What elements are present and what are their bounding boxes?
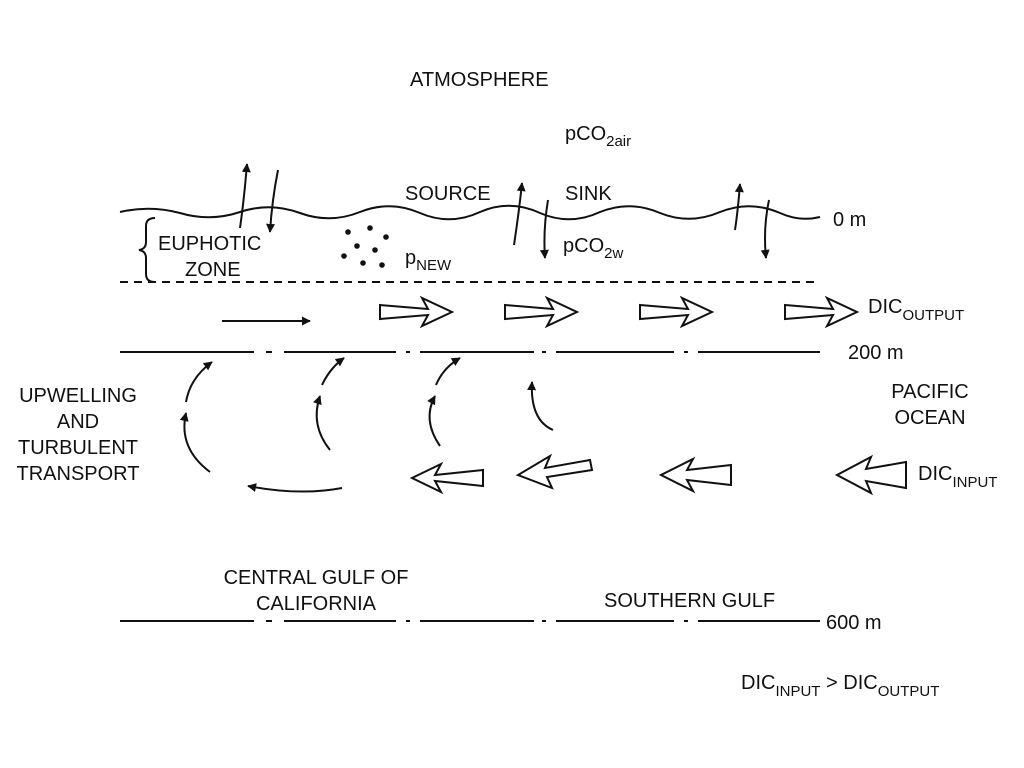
deep-return-thin-arrow [247,483,343,493]
inflow-hollow-arrow-2 [515,453,594,490]
depth-600m-label: 600 m [826,612,882,634]
particles-pnew [341,225,389,268]
pco2-air-label: pCO2air [565,123,631,150]
depth-0m-label: 0 m [833,209,866,231]
upwelling-arrow-lower-2 [313,395,331,451]
surface-outflow-arrows [379,295,860,329]
upwelling-label: UPWELLING AND TURBULENT TRANSPORT [17,385,140,485]
svg-text:AND: AND [57,411,99,433]
gas-exchange-arrows [239,163,770,259]
upwelling-arrow-upper-2 [321,357,345,386]
svg-text:OCEAN: OCEAN [894,407,965,429]
pacific-ocean-label: PACIFIC OCEAN [891,381,968,429]
dic-input-label: DICINPUT [918,463,997,491]
upwelling-arrow-4 [527,381,554,431]
svg-text:PACIFIC: PACIFIC [891,381,968,403]
atmosphere-label: ATMOSPHERE [410,69,549,91]
svg-text:UPWELLING: UPWELLING [19,385,137,407]
source-label: SOURCE [405,183,491,205]
upwelling-arrow-lower-3 [427,395,441,447]
outflow-hollow-arrow-2 [504,295,580,329]
svg-text:CALIFORNIA: CALIFORNIA [256,593,377,615]
pco2-water-label: pCO2w [563,235,623,262]
svg-text:CENTRAL GULF OF: CENTRAL GULF OF [224,567,409,589]
upwelling-arrows [179,357,554,473]
subsurface-inflow-arrows [409,453,907,496]
inflow-hollow-arrow-4 [834,454,907,496]
upwelling-arrow-upper-1 [185,361,213,403]
dic-relation-label: DICINPUT > DICOUTPUT [741,672,939,700]
svg-text:TRANSPORT: TRANSPORT [17,463,140,485]
southern-gulf-label: SOUTHERN GULF [604,590,775,612]
euphotic-brace [138,217,156,283]
euphotic-label-line2: ZONE [185,259,241,281]
outflow-hollow-arrow-1 [379,295,455,329]
outflow-hollow-arrow-3 [639,295,715,329]
inflow-hollow-arrow-3 [658,456,732,494]
dic-output-label: DICOUTPUT [868,296,964,324]
ingas-arrow-2 [539,199,549,259]
depth-200m-label: 200 m [848,342,904,364]
upwelling-arrow-upper-3 [435,357,461,386]
p-new-label: pNEW [405,247,452,274]
upwelling-arrow-lower-1 [179,412,211,473]
euphotic-label-line1: EUPHOTIC [158,233,261,255]
sea-surface-wave [119,204,821,221]
inflow-hollow-arrow-1 [409,461,484,495]
outgas-arrow-3 [734,183,744,231]
outgas-arrow-1 [239,163,251,229]
ingas-arrow-3 [760,199,770,259]
ingas-arrow-1 [266,169,279,233]
svg-text:TURBULENT: TURBULENT [18,437,138,459]
outgas-arrow-2 [513,182,526,246]
central-gulf-label: CENTRAL GULF OF CALIFORNIA [224,567,409,615]
outflow-hollow-arrow-4 [784,295,860,329]
sink-label: SINK [565,183,612,205]
